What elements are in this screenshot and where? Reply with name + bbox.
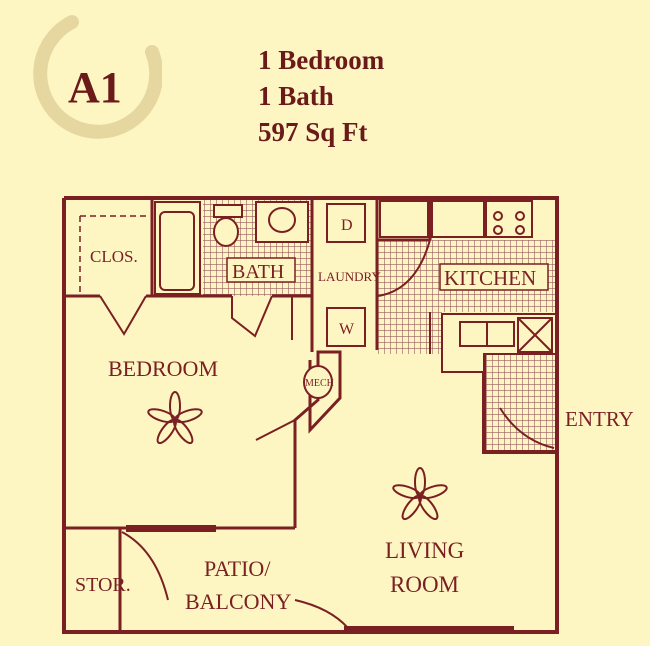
entry-tile bbox=[484, 354, 556, 452]
square-footage: 597 Sq Ft bbox=[258, 117, 368, 147]
plan-header: A1 1 Bedroom 1 Bath 597 Sq Ft bbox=[0, 0, 650, 190]
kitchen-counters bbox=[379, 200, 557, 373]
bath-count: 1 Bath bbox=[258, 81, 334, 111]
balcony-label: BALCONY bbox=[185, 589, 291, 614]
living-label: LIVING bbox=[385, 538, 464, 563]
bedroom-count: 1 Bedroom bbox=[258, 45, 385, 75]
kitchen-label: KITCHEN bbox=[444, 266, 536, 290]
kitchen-tile-lower bbox=[378, 312, 442, 354]
bath-label-box bbox=[226, 257, 296, 283]
bath-fixtures bbox=[154, 201, 309, 295]
bath-label: BATH bbox=[232, 261, 284, 283]
mech-unit bbox=[303, 365, 333, 399]
entry-label: ENTRY bbox=[565, 407, 634, 431]
bedroom-fan-icon bbox=[147, 391, 203, 445]
kitchen-label-box bbox=[439, 263, 549, 291]
washer-label: W bbox=[339, 321, 355, 338]
living-window bbox=[344, 626, 514, 634]
laundry-units bbox=[326, 203, 366, 347]
outer-wall bbox=[62, 196, 559, 634]
unit-name: A1 bbox=[68, 63, 122, 112]
storage-label: STOR. bbox=[75, 574, 131, 596]
dryer-label: D bbox=[341, 217, 353, 234]
bedroom-label: BEDROOM bbox=[108, 356, 218, 381]
living-fan-icon bbox=[392, 467, 448, 521]
door-swings bbox=[99, 239, 555, 629]
closet-rod bbox=[79, 215, 150, 292]
bedroom-window bbox=[126, 525, 216, 532]
closet-label: CLOS. bbox=[90, 247, 138, 266]
badge-swirl-icon bbox=[33, 15, 162, 139]
mech-label: MECH bbox=[305, 378, 334, 389]
unit-specs: 1 Bedroom 1 Bath 597 Sq Ft bbox=[258, 42, 384, 150]
patio-label: PATIO/ bbox=[204, 556, 271, 581]
laundry-label: LAUNDRY bbox=[318, 269, 381, 284]
room-label: ROOM bbox=[390, 572, 459, 597]
